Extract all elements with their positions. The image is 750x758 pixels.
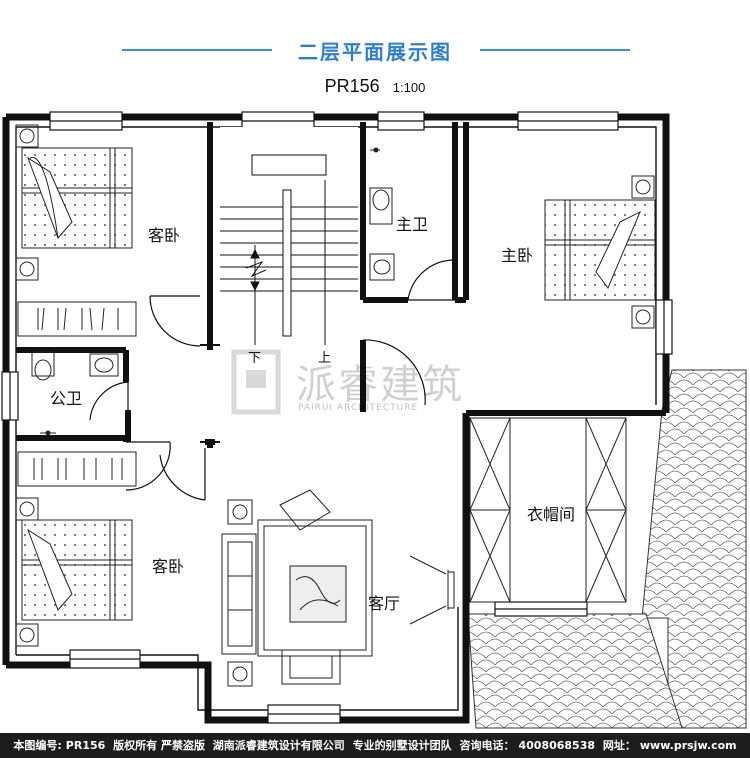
room-label-walk-in-closet: 衣帽间: [527, 505, 576, 524]
footer-phone: 4008068538: [518, 739, 596, 752]
floor-plan: [1, 111, 747, 729]
room-label-master-bedroom: 主卧: [501, 246, 534, 265]
footer-plan-no: PR156: [65, 739, 106, 752]
bed-master: [544, 175, 656, 329]
roof-tiles: [467, 369, 747, 729]
windows: [1, 111, 673, 724]
wardrobe-guest-bottom: [17, 451, 137, 487]
plan-code: PR156: [324, 76, 380, 96]
footer-bar: 本图编号:PR156 版权所有 严禁盗版 湖南派睿建筑设计有限公司 专业的别墅设…: [0, 733, 750, 758]
stair-label-down: 下: [248, 351, 262, 366]
bed-guest-bottom: [15, 497, 133, 647]
footer-tagline: 专业的别墅设计团队: [352, 739, 452, 752]
watermark-text: 派睿建筑: [296, 362, 464, 408]
footer-company: 湖南派睿建筑设计有限公司: [212, 739, 345, 752]
living-furniture: [221, 489, 455, 687]
room-label-living-room: 客厅: [368, 594, 401, 613]
footer-copyright: 版权所有 严禁盗版: [113, 739, 205, 752]
footer-phone-label: 咨询电话：: [459, 739, 515, 752]
room-label-guest-bedroom-bottom: 客卧: [152, 557, 185, 576]
header-rule-right: [480, 49, 630, 51]
page-title: 二层平面展示图: [298, 40, 452, 64]
bed-guest-top: [15, 124, 133, 281]
header-rule-left: [122, 49, 272, 51]
stair-bottom-wall: [200, 344, 220, 443]
wardrobe-guest-top: [17, 301, 137, 337]
room-label-public-bath: 公卫: [50, 389, 83, 408]
room-label-master-bath: 主卫: [396, 215, 429, 234]
watermark: [231, 349, 281, 415]
master-bath-fixtures: [369, 147, 395, 281]
stair-label-up: 上: [318, 351, 332, 366]
room-label-guest-bedroom-top: 客卧: [148, 226, 181, 245]
footer-plan-no-label: 本图编号:: [13, 739, 62, 752]
watermark-subtext: PAIRUI ARCHITECTURE: [298, 403, 419, 413]
door-swings: [89, 259, 456, 501]
plan-code-line: PR156 1:100: [0, 76, 750, 97]
closet-cabinets: [469, 417, 627, 603]
footer-site-label: 网址：: [602, 739, 636, 752]
plan-scale: 1:100: [392, 80, 426, 95]
footer-site-link[interactable]: www.prsjw.com: [639, 739, 737, 752]
staircase: [220, 127, 358, 345]
public-bath-fixtures: [31, 351, 119, 436]
